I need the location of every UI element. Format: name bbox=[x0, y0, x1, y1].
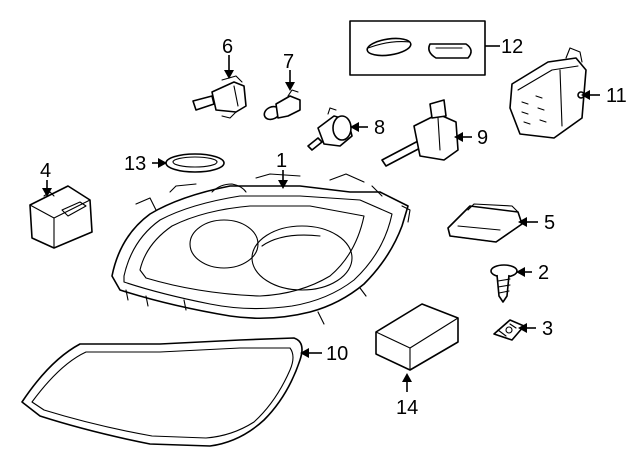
part-4-control-module: 4 bbox=[29, 160, 93, 249]
callout-14: 14 bbox=[396, 397, 418, 419]
part-6-bulb: 6 bbox=[192, 36, 247, 119]
callout-4: 4 bbox=[40, 160, 51, 182]
callout-12: 12 bbox=[501, 36, 523, 58]
callout-10: 10 bbox=[326, 343, 348, 365]
part-10-lens: 10 bbox=[21, 337, 348, 447]
callout-11: 11 bbox=[606, 85, 627, 107]
part-2-screw: 2 bbox=[490, 262, 549, 303]
callout-8: 8 bbox=[374, 117, 385, 139]
callout-1: 1 bbox=[276, 150, 287, 172]
callout-7: 7 bbox=[283, 51, 294, 73]
part-1-headlamp: 1 bbox=[111, 150, 411, 325]
part-8-igniter: 8 bbox=[307, 107, 385, 151]
part-14-box: 14 bbox=[375, 303, 459, 419]
part-3-clip: 3 bbox=[493, 318, 553, 341]
part-7-bulb: 7 bbox=[263, 51, 301, 121]
callout-13: 13 bbox=[124, 153, 146, 175]
callout-2: 2 bbox=[538, 262, 549, 284]
callout-5: 5 bbox=[544, 212, 555, 234]
callout-3: 3 bbox=[542, 318, 553, 340]
part-5-led-module: 5 bbox=[447, 203, 555, 243]
callout-9: 9 bbox=[477, 127, 488, 149]
part-11-bracket: 11 bbox=[509, 47, 627, 139]
callout-6: 6 bbox=[222, 36, 233, 58]
part-9-xenon-bulb: 9 bbox=[381, 99, 488, 167]
part-13-cap: 13 bbox=[124, 153, 225, 175]
part-12-bulb-kit: 12 bbox=[349, 20, 523, 76]
